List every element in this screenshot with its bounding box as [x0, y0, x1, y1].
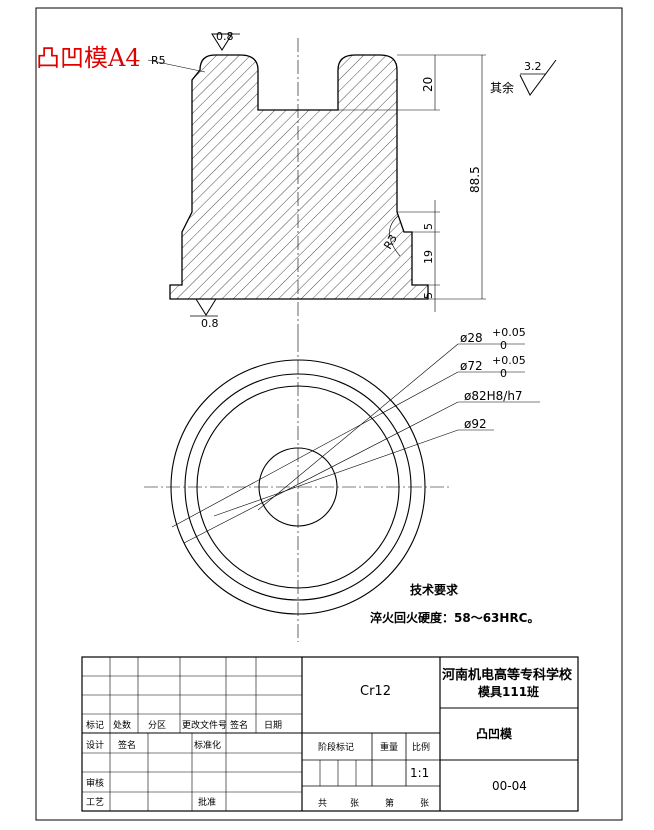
- tb-sheet-no: 第: [385, 797, 394, 809]
- tb-stage-label: 阶段标记: [318, 741, 354, 753]
- label-d72: ø72: [460, 359, 483, 373]
- tb-rev-mark: 标记: [86, 719, 104, 731]
- chamfer-label: R3: [381, 232, 400, 251]
- tb-school: 河南机电高等专科学校: [442, 667, 573, 683]
- tb-rev-date: 日期: [264, 720, 282, 731]
- label-d82: ø82H8/h7: [464, 389, 523, 403]
- tech-line-1: 淬火回火硬度：58～63HRC。: [370, 610, 540, 625]
- tb-sheets: 张: [350, 798, 359, 809]
- dim-5-lower: 5: [422, 292, 435, 299]
- tb-rev-sign: 签名: [230, 719, 248, 731]
- label-d72-tol-lower: 0: [500, 367, 507, 380]
- dim-depth: 20: [421, 77, 435, 92]
- tb-designer: 设计: [86, 739, 104, 751]
- tb-checker: 审核: [86, 777, 104, 789]
- title-block: [81, 656, 579, 812]
- plan-view: ø28 +0.05 0 ø72 +0.05 0 ø82H8/h7 ø92: [144, 326, 540, 642]
- svg-text:0.8: 0.8: [216, 30, 234, 43]
- label-d28: ø28: [460, 331, 483, 345]
- tb-drawing-no: 00-04: [492, 779, 527, 793]
- tb-scale-label: 比例: [412, 741, 430, 753]
- tb-material: Cr12: [360, 684, 391, 699]
- chamfer-arc: [389, 215, 401, 257]
- tb-rev-count: 处数: [113, 719, 131, 731]
- dim-19: 19: [422, 250, 435, 264]
- label-d28-tol-upper: +0.05: [492, 326, 526, 339]
- svg-text:其余: 其余: [490, 80, 514, 95]
- tb-total: 共: [318, 798, 327, 809]
- fillet-leader: [147, 59, 206, 73]
- dim-height: 88.5: [468, 166, 482, 193]
- sheet-border: [35, 7, 623, 821]
- roughness-symbol-bottom: 0.8: [190, 298, 219, 330]
- roughness-symbol-top: 0.8: [211, 30, 240, 51]
- tb-part-name: 凸凹模: [476, 726, 513, 741]
- label-d28-tol-lower: 0: [500, 339, 507, 352]
- tb-weight-label: 重量: [380, 741, 398, 753]
- tb-signed: 签名: [118, 739, 136, 751]
- tb-rev-zone: 分区: [148, 720, 166, 731]
- sheet-label: 凸凹模A4: [36, 44, 141, 72]
- svg-text:0.8: 0.8: [201, 317, 219, 330]
- tb-process: 工艺: [86, 797, 104, 808]
- fillet-label: R5: [151, 54, 166, 67]
- label-d72-tol-upper: +0.05: [492, 354, 526, 367]
- tb-approve: 批准: [198, 796, 216, 808]
- tech-title: 技术要求: [410, 582, 459, 597]
- tb-class: 模具111班: [478, 684, 539, 699]
- tb-rev-doc: 更改文件号: [182, 719, 227, 731]
- dim-5-upper: 5: [422, 223, 435, 230]
- tb-scale: 1:1: [410, 766, 429, 780]
- section-body: [169, 54, 429, 300]
- tb-standardize: 标准化: [194, 739, 221, 751]
- label-d92: ø92: [464, 417, 487, 431]
- section-view: 0.8 R5 20 88.5 5 19 5 R3 0.8: [147, 30, 557, 338]
- tb-sheets2: 张: [420, 798, 429, 809]
- title-block-text: Cr12 河南机电高等专科学校 模具111班 凸凹模 00-04 阶段标记 重量…: [86, 667, 573, 809]
- roughness-symbol-other: 3.2 其余: [490, 59, 557, 96]
- svg-text:3.2: 3.2: [524, 60, 542, 73]
